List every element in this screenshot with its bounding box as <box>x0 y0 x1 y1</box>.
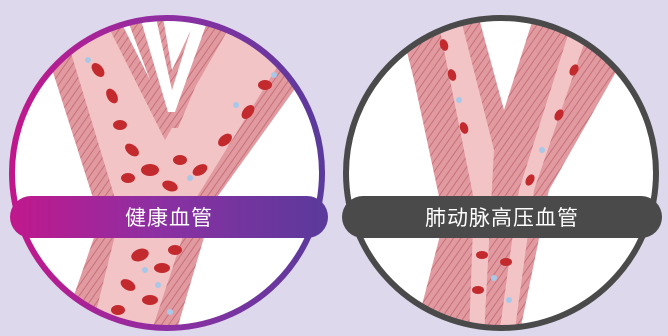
healthy-vessel-panel: 健康血管 <box>0 0 334 336</box>
hypertension-vessel-label: 肺动脉高压血管 <box>342 196 662 238</box>
healthy-vessel-label: 健康血管 <box>10 196 328 238</box>
hypertension-vessel-panel: 肺动脉高压血管 <box>334 0 668 336</box>
healthy-vessel-illustration <box>0 0 334 336</box>
narrowed-vessel-illustration <box>334 0 668 336</box>
